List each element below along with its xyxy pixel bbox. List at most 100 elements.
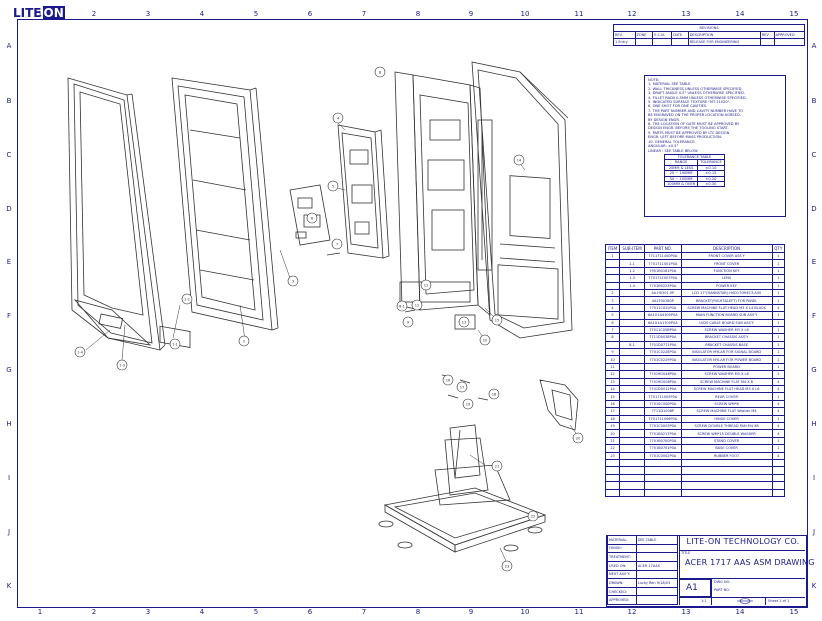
parts-cell: 7701C0002P0A bbox=[644, 451, 682, 460]
tolerance-cell: 20MM & LESS bbox=[663, 164, 699, 172]
row-letter: I bbox=[812, 474, 816, 482]
row-letter: K bbox=[6, 582, 12, 590]
parts-cell: 1 bbox=[771, 296, 786, 305]
title-block-label: USED ON: bbox=[607, 560, 637, 571]
title-block-row: TREATMENT: bbox=[607, 552, 679, 562]
row-letter: F bbox=[6, 312, 12, 320]
parts-cell bbox=[604, 473, 621, 483]
title-block-label: TREATMENT: bbox=[607, 552, 637, 562]
column-number: 9 bbox=[468, 10, 474, 18]
parts-cell: 1 bbox=[771, 392, 786, 401]
tolerance-row: 20 ~ 100MM±0.15 bbox=[663, 170, 725, 177]
callout-label: 4 bbox=[337, 116, 340, 120]
parts-cell: 1 bbox=[771, 444, 786, 453]
parts-header: QTY bbox=[771, 244, 786, 253]
title-block-value bbox=[635, 569, 679, 580]
callout-label: 3 bbox=[292, 279, 294, 283]
callout-label: 9 bbox=[407, 320, 410, 324]
parts-cell: SCREW WASHER M3 X L6 bbox=[680, 325, 773, 335]
revisions-heading: REVISIONS bbox=[613, 24, 805, 32]
column-number: 1 bbox=[37, 10, 43, 18]
parts-cell bbox=[680, 466, 773, 475]
parts-cell bbox=[604, 259, 621, 268]
parts-cell: POWER KEY bbox=[680, 281, 773, 290]
parts-cell bbox=[604, 281, 621, 290]
column-number: 14 bbox=[735, 10, 745, 18]
parts-cell: 4A1F00180P bbox=[644, 296, 682, 305]
parts-cell: 1 bbox=[771, 325, 786, 335]
parts-cell: 77019G008P0A bbox=[644, 377, 682, 387]
parts-cell bbox=[619, 488, 645, 497]
title-block-row: USED ON:ACER 17AAS bbox=[607, 560, 679, 571]
notes-block: NOTE:1. MATERIAL SEE TABLE.2. WALL THICK… bbox=[644, 75, 786, 217]
parts-cell bbox=[619, 481, 645, 490]
parts-cell bbox=[680, 473, 773, 483]
row-letter: G bbox=[6, 366, 12, 374]
parts-cell bbox=[619, 377, 645, 387]
parts-header: ITEM bbox=[604, 244, 621, 253]
parts-cell: 7711D1006P bbox=[644, 407, 682, 416]
row-letter: H bbox=[811, 420, 817, 428]
parts-cell: 16 bbox=[604, 399, 621, 409]
note-line: ANGULAR: ±0.5° bbox=[648, 144, 679, 149]
parts-cell: LENS bbox=[680, 274, 773, 283]
parts-cell bbox=[771, 473, 786, 483]
callout-balloon bbox=[374, 66, 386, 78]
callout-balloon bbox=[458, 316, 470, 328]
title-block-label: NEXT ASS'Y: bbox=[607, 569, 637, 580]
note-line: BE ENGRAVED ON THE PROPER LOCATION AGREE… bbox=[648, 113, 741, 118]
callout-label: 11 bbox=[424, 283, 429, 287]
column-number: 15 bbox=[789, 608, 799, 616]
callout-label: 14 bbox=[517, 158, 522, 162]
parts-cell: 7701B0217P0A bbox=[644, 429, 682, 438]
hinge-cover-part bbox=[539, 379, 579, 431]
callout-balloon bbox=[238, 335, 250, 347]
parts-cell: LVDS CABLE BOARD SUB ASS'Y bbox=[680, 318, 773, 327]
parts-cell bbox=[771, 458, 786, 468]
callout-balloon bbox=[527, 510, 539, 522]
row-letter: F bbox=[811, 312, 817, 320]
note-line: 10. GENERAL TOLERANCE: bbox=[648, 139, 696, 144]
callout-balloon bbox=[169, 338, 181, 350]
parts-cell: REAR COVER bbox=[680, 392, 773, 401]
title-block bbox=[606, 535, 807, 607]
drawing-title: ACER 1717 AAS ASM DRAWING bbox=[685, 558, 815, 567]
parts-cell: 77011C02LP0A bbox=[644, 303, 682, 313]
parts-cell bbox=[604, 266, 621, 276]
callout-balloon bbox=[411, 299, 423, 311]
parts-cell: 12 bbox=[604, 370, 621, 379]
parts-cell: BASE COVER bbox=[680, 444, 773, 453]
parts-cell: 1 bbox=[771, 281, 786, 290]
parts-cell bbox=[604, 466, 621, 475]
callout-label: 1-2 bbox=[184, 297, 190, 301]
title-block-value: Lucky Ren 9/18/03 bbox=[635, 578, 679, 588]
sheet-size: A1 bbox=[679, 579, 711, 597]
callout-label: 6 bbox=[311, 216, 314, 220]
row-letter: D bbox=[811, 205, 817, 213]
parts-cell: 1 bbox=[771, 414, 786, 424]
parts-cell: 7701D0771P0A bbox=[644, 340, 682, 350]
parts-cell: 10 bbox=[604, 355, 621, 364]
drawing-frame bbox=[17, 19, 808, 608]
parts-cell bbox=[680, 458, 773, 468]
parts-cell: 1 bbox=[604, 251, 621, 261]
callout-label: 22 bbox=[531, 514, 536, 518]
tolerance-row: 20MM & LESS±0.10 bbox=[663, 164, 725, 172]
parts-cell: 7701C0003P0A bbox=[644, 421, 682, 431]
callout-label: 8-1 bbox=[399, 304, 405, 308]
parts-cell: 7701D0012P0A bbox=[644, 385, 682, 394]
row-letter: A bbox=[811, 42, 817, 50]
parts-cell bbox=[619, 407, 645, 416]
parts-cell: 6 bbox=[604, 318, 621, 327]
